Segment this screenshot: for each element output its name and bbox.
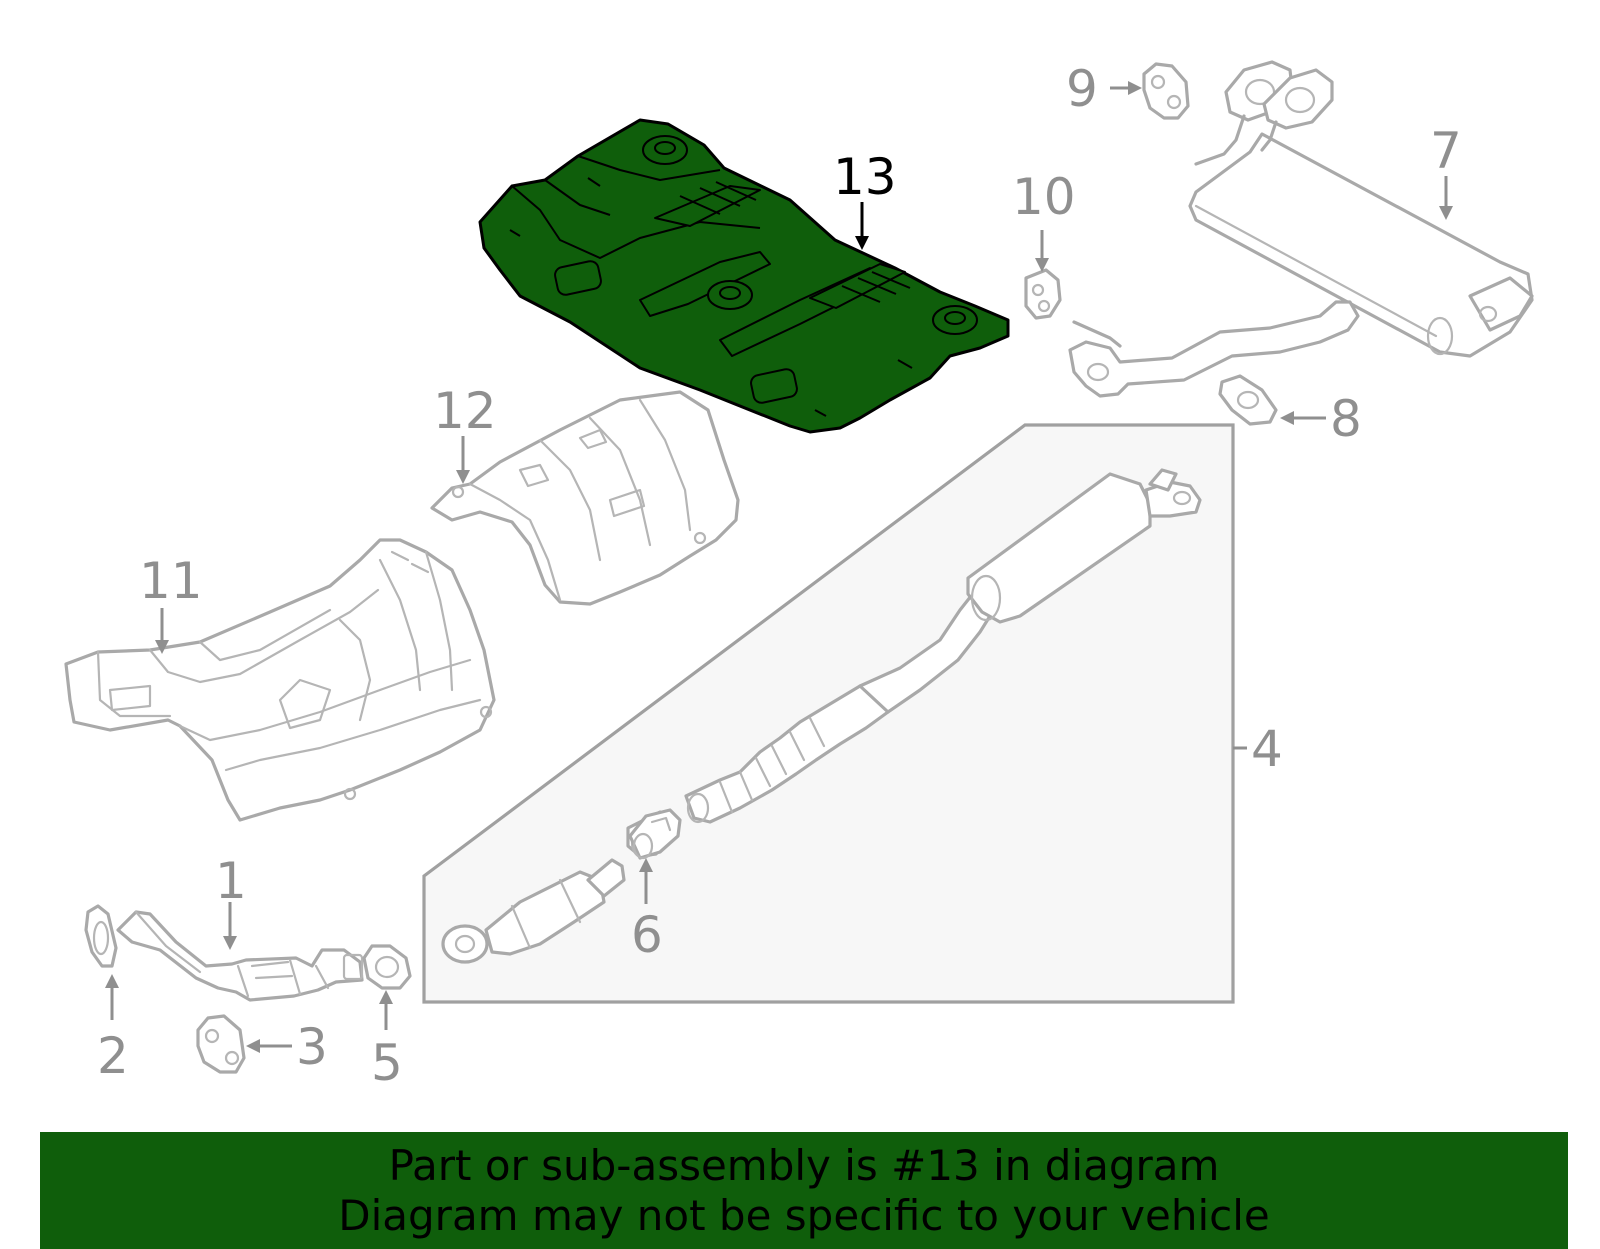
part-7-rear-muffler[interactable] [1188,60,1534,358]
part-6-clamp[interactable] [628,808,682,860]
part-2-gasket[interactable] [84,904,118,968]
banner-line-1: Part or sub-assembly is #13 in diagram [388,1140,1220,1190]
part-11-manifold-heat-shield[interactable] [64,538,496,822]
callout-7: 7 [1430,122,1462,180]
callout-6: 6 [631,906,663,964]
banner-line-2: Diagram may not be specific to your vehi… [338,1190,1270,1240]
callout-10: 10 [1012,168,1076,226]
callout-3: 3 [296,1018,328,1076]
callout-5: 5 [371,1034,403,1092]
callout-2: 2 [97,1027,129,1085]
callout-8: 8 [1330,390,1362,448]
callout-labels: 1 2 3 4 5 6 7 8 9 10 11 12 13 [97,60,1462,1092]
part-8-gasket[interactable] [1218,374,1278,426]
part-3-hanger[interactable] [196,1014,246,1074]
callout-1: 1 [215,852,247,910]
callout-leaders [105,81,1453,1053]
part-5-gasket[interactable] [362,944,412,990]
callout-9: 9 [1066,60,1098,118]
callout-13: 13 [833,148,897,206]
part-9-hanger[interactable] [1142,62,1190,120]
info-banner: Part or sub-assembly is #13 in diagram D… [40,1132,1568,1249]
callout-12: 12 [433,382,497,440]
part-4-center-exhaust-assembly[interactable] [441,468,1202,964]
rear-tail-pipe [1068,300,1360,398]
part-13-heat-shield[interactable] [478,118,1010,434]
part-10-hanger[interactable] [1024,268,1062,320]
part-1-front-pipe[interactable] [116,910,364,1002]
callout-11: 11 [139,552,203,610]
part-12-front-heat-shield[interactable] [430,390,740,606]
callout-4: 4 [1251,720,1283,778]
